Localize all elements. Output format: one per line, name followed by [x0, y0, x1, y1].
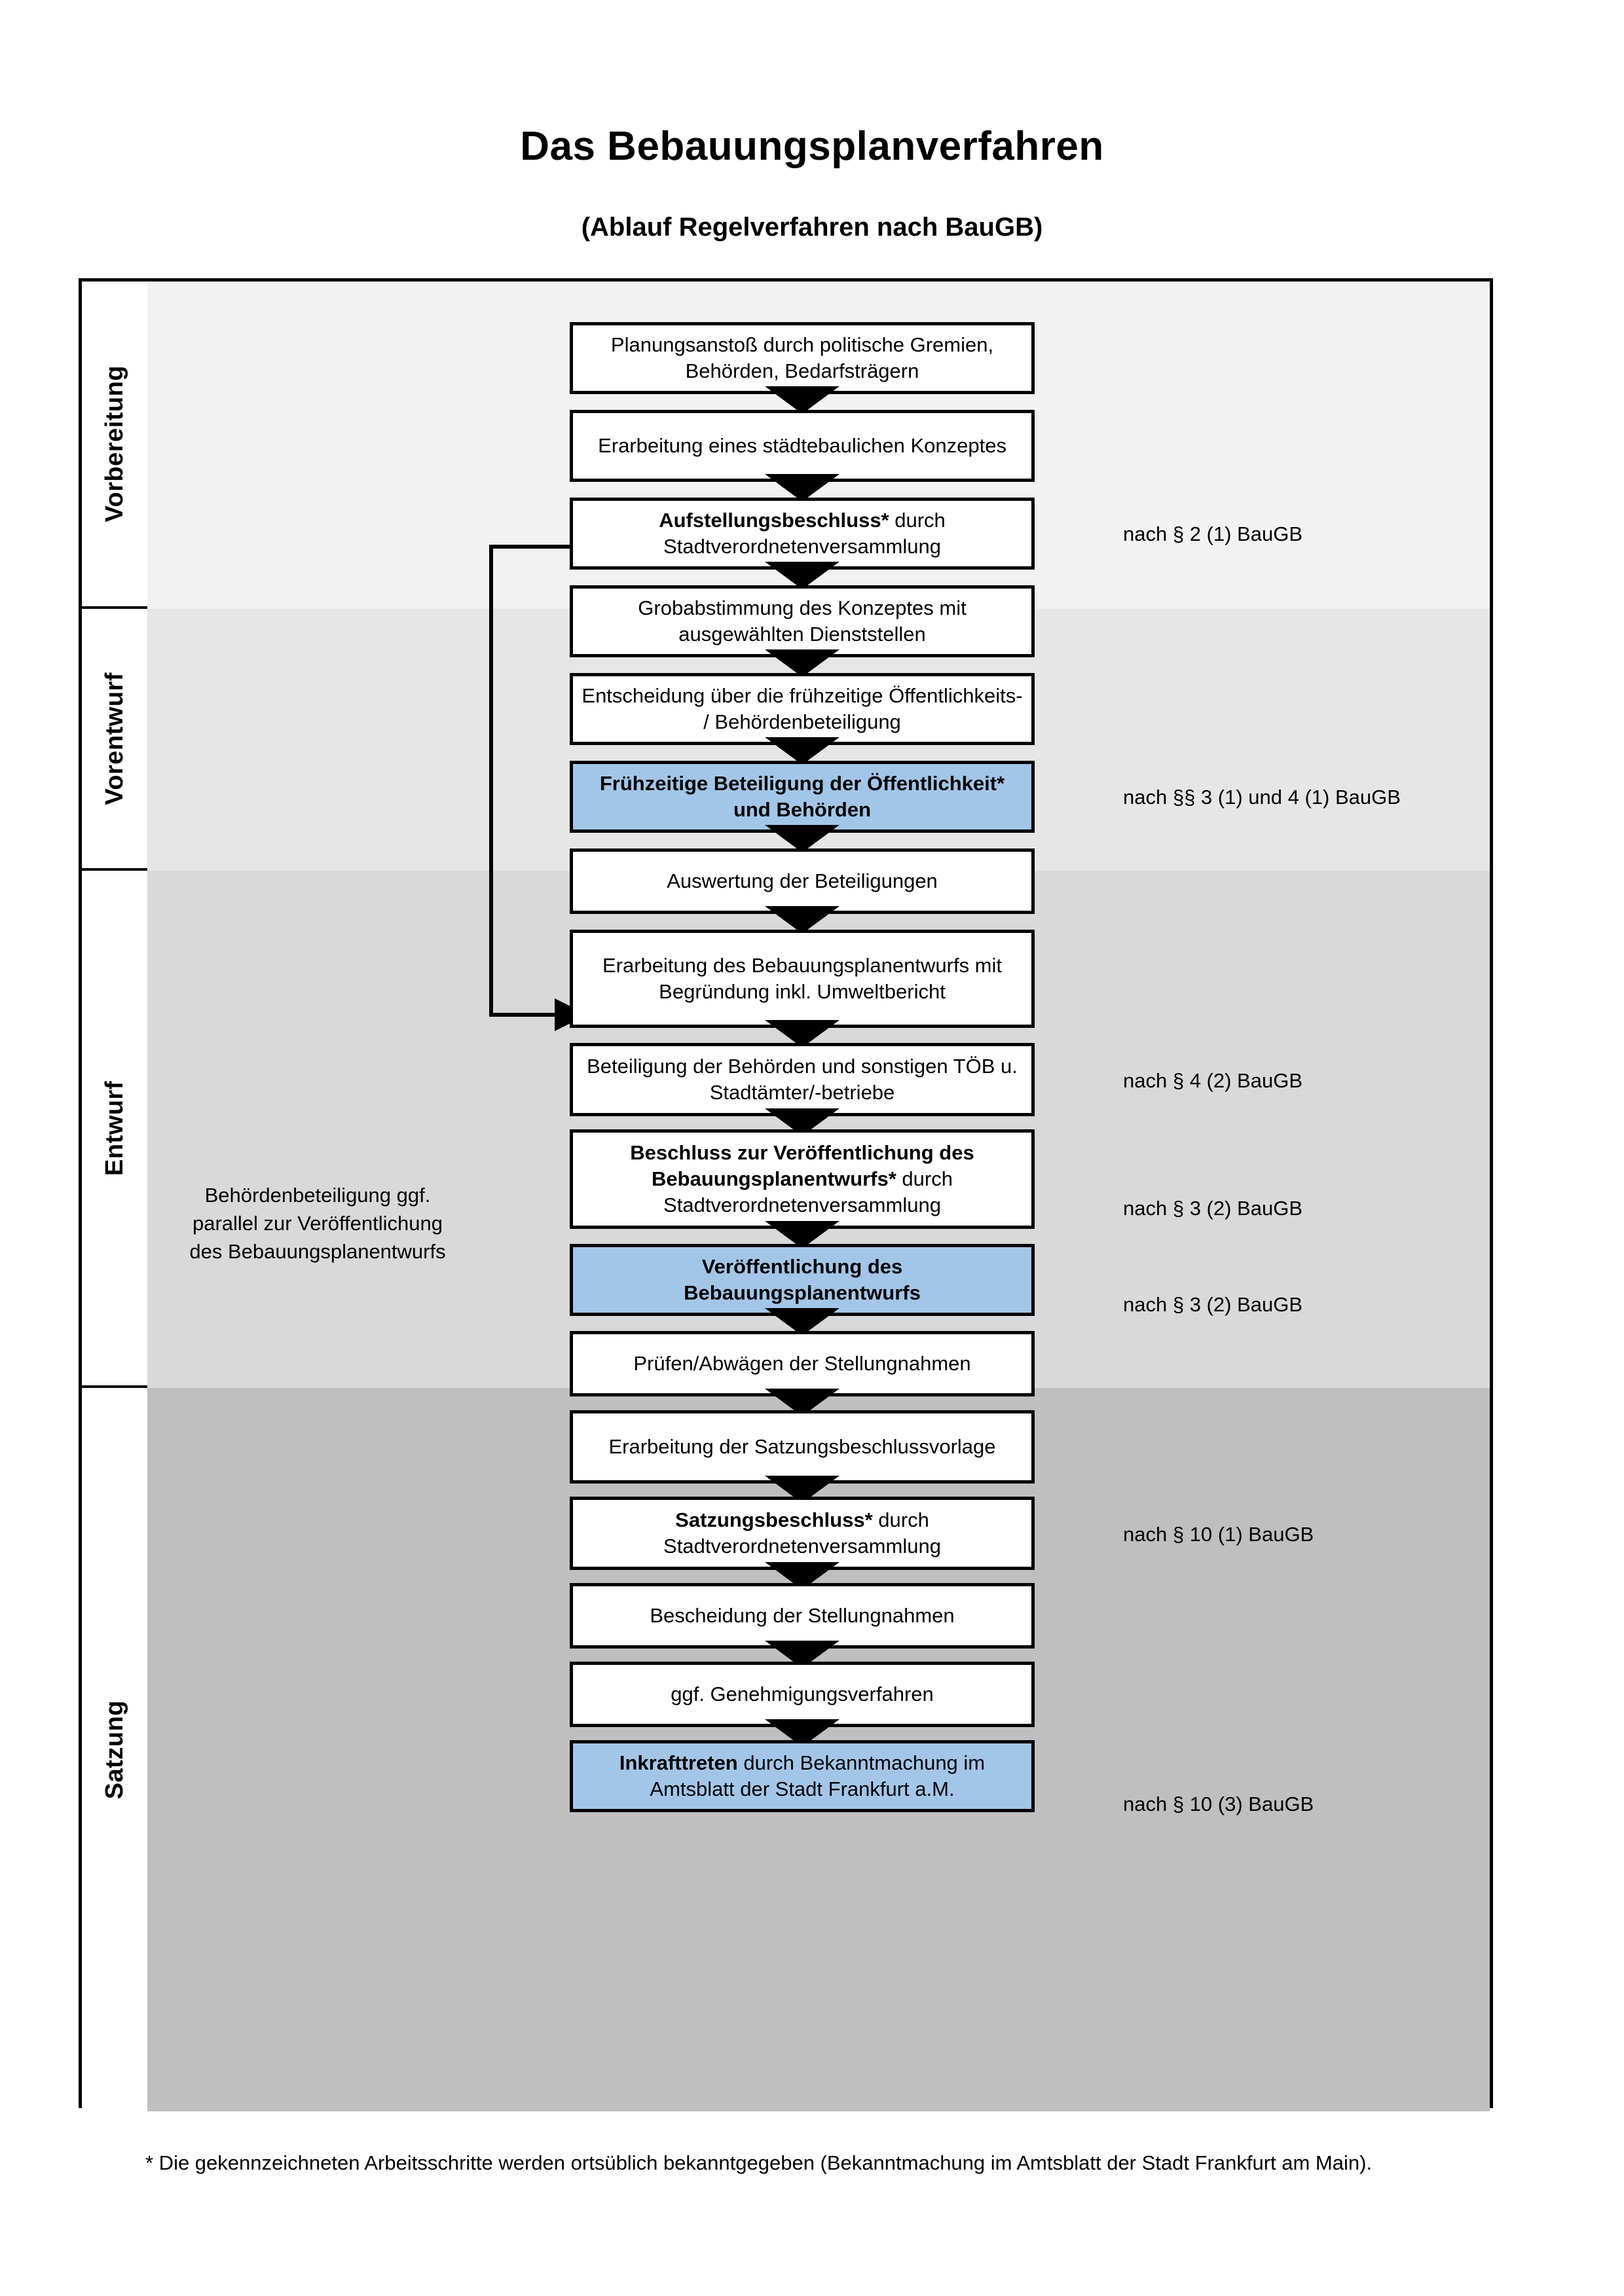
step-box[interactable]: ggf. Genehmigungsverfahren [570, 1662, 1035, 1727]
step-text-bold: Aufstellungsbeschluss* [659, 508, 889, 532]
step-text: Aufstellungsbeschluss* durch Stadtverord… [581, 507, 1024, 560]
step-text: Auswertung der Beteiligungen [667, 869, 938, 892]
step-box[interactable]: Erarbeitung eines städtebaulichen Konzep… [570, 410, 1035, 482]
flow-arrow-down [765, 737, 840, 765]
step-box[interactable]: Erarbeitung der Satzungsbeschlussvorlage [570, 1410, 1035, 1484]
step-text-bold: Satzungsbeschluss* [675, 1508, 873, 1531]
step-box[interactable]: Beschluss zur Veröffentlichung des Bebau… [570, 1129, 1035, 1229]
legal-reference: nach § 3 (2) BauGB [1123, 1197, 1302, 1220]
step-text: Entscheidung über die frühzeitige Öffent… [581, 683, 1023, 733]
legal-reference-text: nach § 3 (2) BauGB [1123, 1197, 1302, 1220]
legal-reference: nach §§ 3 (1) und 4 (1) BauGB [1123, 786, 1401, 809]
step-text: Inkrafttreten durch Bekanntmachung im Am… [581, 1750, 1024, 1803]
page-subtitle: (Ablauf Regelverfahren nach BauGB) [581, 213, 1043, 242]
step-text-bold: Beschluss zur Veröffentlichung des Bebau… [630, 1140, 974, 1190]
flow-arrow-down [765, 386, 840, 414]
phase-label-vorbereitung: Vorbereitung [82, 282, 147, 609]
flow-arrow-down [765, 649, 840, 677]
step-box[interactable]: Beteiligung der Behörden und sonstigen T… [570, 1043, 1035, 1116]
step-text-rest: durch Stadtverordnetenversammlung [663, 1167, 953, 1217]
phase-label-text: Entwurf [100, 1080, 128, 1176]
step-text: Erarbeitung eines städtebaulichen Konzep… [598, 433, 1006, 457]
step-text: Satzungsbeschluss* durch Stadtverordnete… [581, 1507, 1024, 1560]
step-text: Beschluss zur Veröffentlichung des Bebau… [581, 1140, 1024, 1219]
step-text: Grobabstimmung des Konzeptes mit ausgewä… [638, 596, 967, 646]
legal-reference: nach § 4 (2) BauGB [1123, 1069, 1302, 1093]
step-text: Veröffentlichung des Bebauungsplanentwur… [684, 1254, 921, 1304]
step-box[interactable]: Prüfen/Abwägen der Stellungnahmen [570, 1331, 1035, 1396]
flow-arrow-down [765, 474, 840, 501]
flowchart-frame: Vorbereitung Vorentwurf Entwurf Satzung … [79, 278, 1493, 2111]
step-box-highlighted[interactable]: Veröffentlichung des Bebauungsplanentwur… [570, 1244, 1035, 1316]
step-text: Erarbeitung der Satzungsbeschlussvorlage [608, 1434, 996, 1458]
legal-reference: nach § 10 (3) BauGB [1123, 1793, 1314, 1816]
step-box[interactable]: Erarbeitung des Bebauungsplanentwurfs mi… [570, 930, 1035, 1028]
legal-reference-text: nach § 10 (1) BauGB [1123, 1523, 1314, 1546]
footnote-text: * Die gekennzeichneten Arbeitsschritte w… [145, 2151, 1373, 2174]
step-text-bold: Inkrafttreten [619, 1751, 738, 1774]
legal-reference-text: nach § 10 (3) BauGB [1123, 1793, 1314, 1815]
phase-label-entwurf: Entwurf [82, 871, 147, 1388]
legal-reference: nach § 2 (1) BauGB [1123, 522, 1302, 546]
step-text-rest: durch Stadtverordnetenversammlung [663, 508, 946, 558]
legal-reference-text: nach § 2 (1) BauGB [1123, 522, 1302, 545]
step-text: Beteiligung der Behörden und sonstigen T… [587, 1054, 1018, 1104]
page-title: Das Bebauungsplanverfahren [520, 124, 1104, 169]
step-box[interactable]: Entscheidung über die frühzeitige Öffent… [570, 673, 1035, 745]
side-note-text: Behördenbeteiligung ggf. parallel zur Ve… [189, 1184, 446, 1263]
legal-reference-text: nach §§ 3 (1) und 4 (1) BauGB [1123, 786, 1401, 809]
phase-label-text: Vorbereitung [100, 365, 128, 522]
legal-reference-text: nach § 3 (2) BauGB [1123, 1293, 1302, 1316]
flow-arrow-down [765, 562, 840, 589]
step-text-rest: durch Bekanntmachung im Amtsblatt der St… [650, 1751, 986, 1800]
side-note: Behördenbeteiligung ggf. parallel zur Ve… [180, 1182, 455, 1266]
step-text: Planungsanstoß durch politische Gremien,… [610, 333, 994, 382]
step-box[interactable]: Bescheidung der Stellungnahmen [570, 1583, 1035, 1649]
legal-reference-text: nach § 4 (2) BauGB [1123, 1069, 1302, 1092]
step-box-highlighted[interactable]: Frühzeitige Beteiligung der Öffentlichke… [570, 761, 1035, 833]
phase-label-vorentwurf: Vorentwurf [82, 609, 147, 871]
phase-label-satzung: Satzung [82, 1388, 147, 2111]
step-text: Frühzeitige Beteiligung der Öffentlichke… [599, 771, 1005, 821]
step-text: Prüfen/Abwägen der Stellungnahmen [633, 1351, 971, 1375]
step-text: Erarbeitung des Bebauungsplanentwurfs mi… [602, 953, 1003, 1003]
step-box[interactable]: Auswertung der Beteiligungen [570, 848, 1035, 914]
step-text: ggf. Genehmigungsverfahren [671, 1682, 934, 1705]
legal-reference: nach § 10 (1) BauGB [1123, 1523, 1314, 1546]
footnote: * Die gekennzeichneten Arbeitsschritte w… [145, 2147, 1494, 2179]
flow-arrow-down [765, 906, 840, 934]
step-box-highlighted[interactable]: Inkrafttreten durch Bekanntmachung im Am… [570, 1740, 1035, 1812]
flow-arrow-down [765, 825, 840, 852]
step-box[interactable]: Aufstellungsbeschluss* durch Stadtverord… [570, 498, 1035, 570]
step-text: Bescheidung der Stellungnahmen [650, 1603, 955, 1627]
step-box[interactable]: Grobabstimmung des Konzeptes mit ausgewä… [570, 585, 1035, 657]
phase-label-column: Vorbereitung Vorentwurf Entwurf Satzung [82, 282, 147, 2111]
phase-label-text: Vorentwurf [100, 672, 128, 805]
step-box[interactable]: Satzungsbeschluss* durch Stadtverordnete… [570, 1497, 1035, 1570]
step-text-rest: durch Stadtverordnetenversammlung [663, 1508, 941, 1558]
phase-label-text: Satzung [100, 1700, 128, 1800]
legal-reference: nach § 3 (2) BauGB [1123, 1293, 1302, 1317]
step-box[interactable]: Planungsanstoß durch politische Gremien,… [570, 322, 1035, 394]
